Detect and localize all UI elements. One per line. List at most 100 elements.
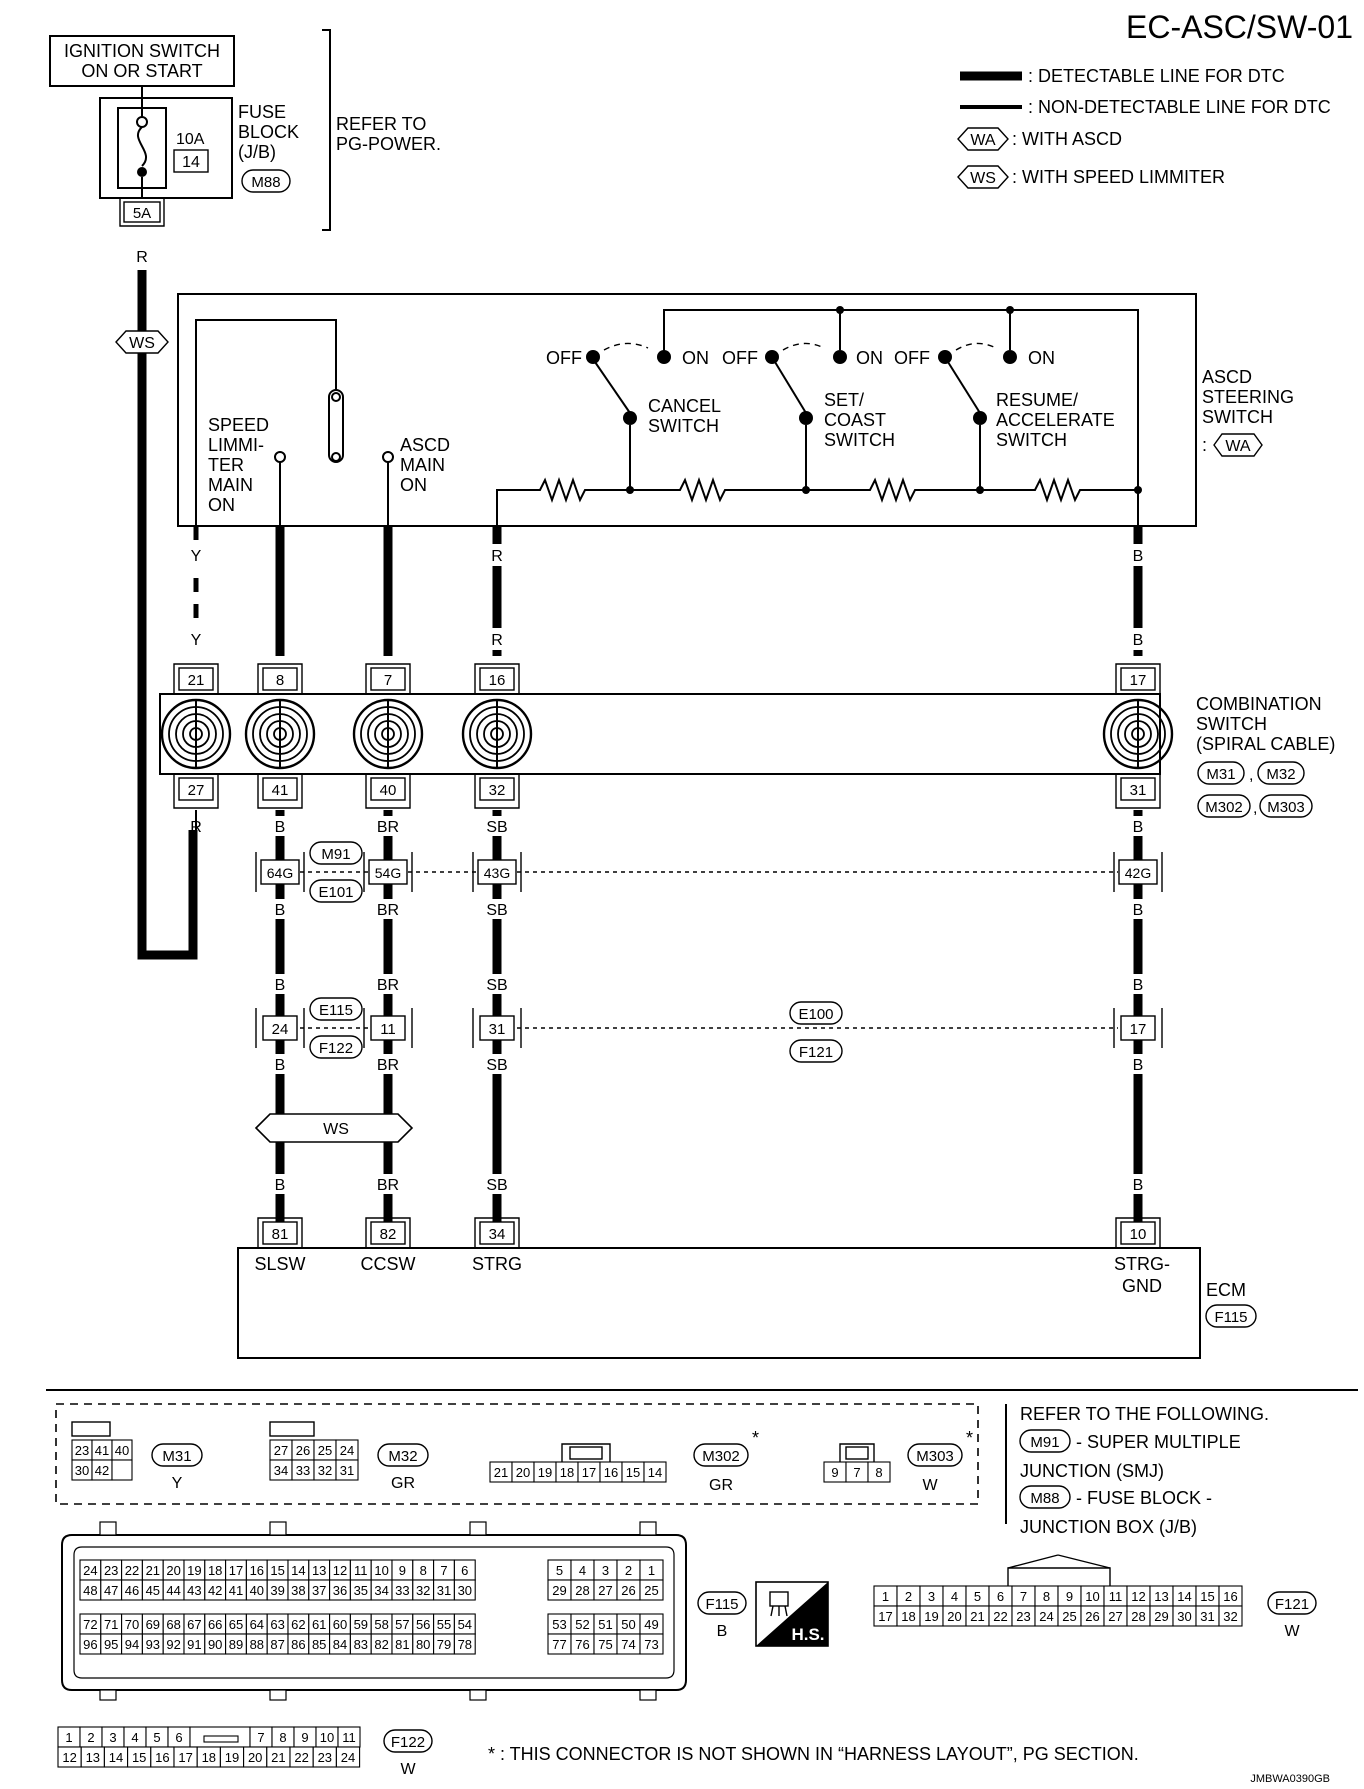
f115-cell: 76	[575, 1637, 589, 1652]
resume-off: OFF	[894, 348, 930, 368]
refer-line1: REFER TO	[336, 114, 426, 134]
resume-on: ON	[1028, 348, 1055, 368]
f122-cell: 7	[257, 1730, 264, 1745]
wire-label-2-2: SB	[486, 977, 507, 994]
f115-cell: 90	[208, 1637, 222, 1652]
ecm-pin-81-text: 81	[272, 1226, 289, 1243]
m302-cell: 16	[604, 1465, 618, 1480]
ascd-steering-switch: SPEED LIMMI- TER MAIN ON ASCD MAIN ON OF…	[177, 293, 1294, 527]
set-switch-pivot	[799, 411, 813, 425]
comma2: ,	[1253, 800, 1257, 817]
f115-cell: 16	[250, 1563, 264, 1578]
wire-label-3-1: B	[1133, 902, 1144, 919]
refer-bracket	[322, 29, 331, 231]
f121-cell: 6	[997, 1589, 1004, 1604]
refer-following: REFER TO THE FOLLOWING. M91 - SUPER MULT…	[1019, 1404, 1269, 1537]
f115-cell: 28	[575, 1583, 589, 1598]
f115-cell: 1	[648, 1563, 655, 1578]
f115-cell: 4	[579, 1563, 586, 1578]
refer-m88: M88	[1030, 1490, 1059, 1507]
cancel-switch-on-contact	[657, 350, 671, 364]
f115-cell: 87	[270, 1637, 284, 1652]
speed-limiter-main-terminal	[274, 451, 286, 463]
combo-bottom-pin-text: 41	[272, 782, 289, 799]
f115-cell: 66	[208, 1617, 222, 1632]
f121-cell: 31	[1200, 1609, 1214, 1624]
resume-switch-off-contact	[938, 350, 952, 364]
f115-cell: 40	[250, 1583, 264, 1598]
f115-cell: 2	[625, 1563, 632, 1578]
combo-bottom-pin-text: 40	[380, 782, 397, 799]
combo-bottom-pin-27: 27	[173, 774, 219, 809]
f115-cell: 59	[354, 1617, 368, 1632]
m32-cell: 31	[340, 1463, 354, 1478]
f115-cell: 79	[437, 1637, 451, 1652]
combo-top-pin-17: 17	[1115, 663, 1161, 694]
junction2-pin-text: 24	[272, 1021, 289, 1038]
m31-cell: 30	[75, 1463, 89, 1478]
fuse-connector-pill	[241, 169, 291, 193]
m31-cell: 23	[75, 1443, 89, 1458]
combination-name2: SWITCH	[1196, 714, 1267, 734]
cancel-label2: SWITCH	[648, 416, 719, 436]
ecm-pin-82-text: 82	[380, 1226, 397, 1243]
f115-color: B	[717, 1623, 728, 1640]
combo-top-pin-8-text: 8	[276, 672, 284, 689]
f115-cell: 41	[229, 1583, 243, 1598]
wire-label-2-4: SB	[486, 1177, 507, 1194]
refer-line2: PG-POWER.	[336, 134, 441, 154]
f115-cell: 92	[166, 1637, 180, 1652]
speed-label4: MAIN	[208, 475, 253, 495]
terminal-5a: 5A	[133, 205, 151, 222]
fuse-connector: M88	[251, 174, 280, 191]
combination-name3: (SPIRAL CABLE)	[1196, 734, 1335, 754]
wire-label-1-1: BR	[377, 902, 399, 919]
m32-name: M32	[388, 1448, 417, 1465]
wire-label-1-0: BR	[377, 819, 399, 836]
wire-label-3-0: B	[1133, 819, 1144, 836]
cancel-off: OFF	[546, 348, 582, 368]
junction1-pin-54G: 54G	[363, 852, 413, 892]
combo-bottom-pin-40: 40	[365, 774, 411, 809]
f115-cell: 8	[420, 1563, 427, 1578]
wire-label-1-2: BR	[377, 977, 399, 994]
junction1-pin-text: 64G	[267, 865, 293, 881]
f115-cell: 19	[187, 1563, 201, 1578]
combo-top-pin-7: 7	[365, 663, 411, 694]
wa-tag-shape	[957, 127, 1009, 151]
combo-bottom-pin-text: 27	[188, 782, 205, 799]
wire-b-lower: B	[1133, 632, 1144, 649]
f115-name: F115	[705, 1596, 738, 1613]
m303-cell: 8	[875, 1465, 882, 1480]
m303-cell: 9	[831, 1465, 838, 1480]
f122-cell: 20	[248, 1750, 262, 1765]
wire-label-0-2: B	[275, 977, 286, 994]
f115-cell: 50	[621, 1617, 635, 1632]
f115-cell: 93	[146, 1637, 160, 1652]
f115-cell: 31	[437, 1583, 451, 1598]
m32-cell: 25	[318, 1443, 332, 1458]
fuse-element-icon	[136, 126, 148, 167]
f121-cell: 13	[1154, 1589, 1168, 1604]
spiral-cable-icon	[244, 698, 316, 770]
ascd-label1: ASCD	[400, 435, 450, 455]
f115-cell: 89	[229, 1637, 243, 1652]
wire-y-lower: Y	[191, 632, 202, 649]
junction2-pin-text: 11	[380, 1021, 396, 1038]
f122-cell: 4	[131, 1730, 138, 1745]
f121-cell: 23	[1016, 1609, 1030, 1624]
ecm-connector: F115	[1214, 1309, 1247, 1326]
f115-cell: 77	[552, 1637, 566, 1652]
wire-label-0-4: B	[275, 1177, 286, 1194]
ecm-label-strg: STRG	[472, 1254, 522, 1274]
m302-name: M302	[702, 1448, 740, 1465]
resume-label3: SWITCH	[996, 430, 1067, 450]
cancel-switch-pivot	[623, 411, 637, 425]
wire-label-3-4: B	[1133, 1177, 1144, 1194]
f115-cell: 18	[208, 1563, 222, 1578]
junction2-pin-31: 31	[472, 1008, 522, 1048]
junction1-pin-text: 54G	[375, 865, 401, 881]
wire-label-2-0: SB	[486, 819, 507, 836]
